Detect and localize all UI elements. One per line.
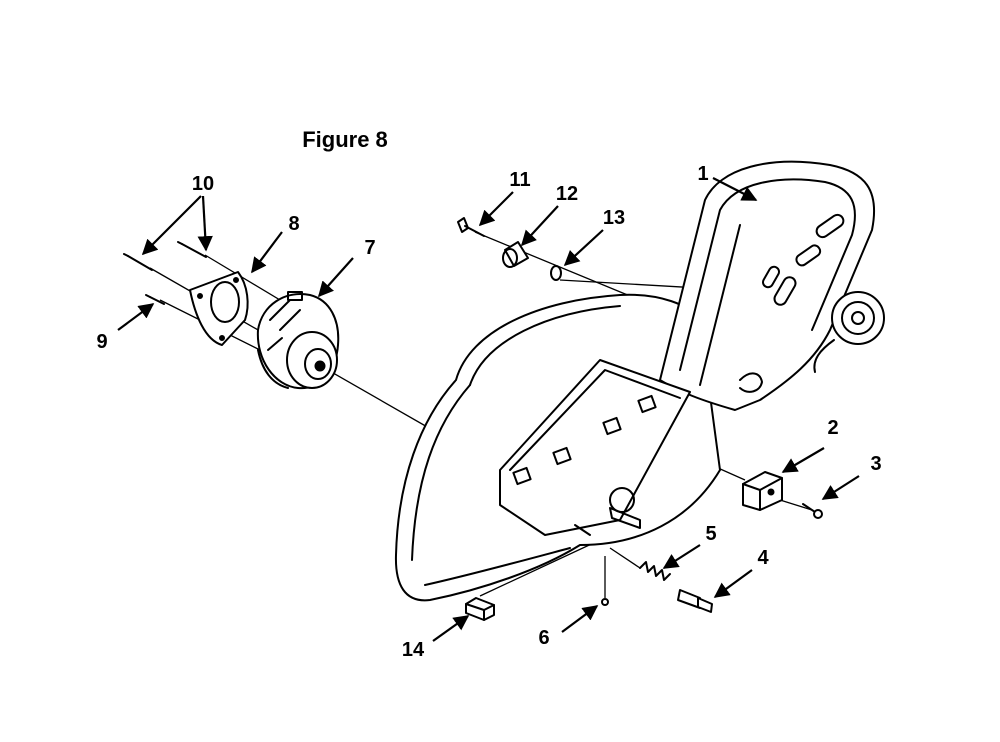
callout-1: 1 — [697, 163, 708, 185]
callout-5: 5 — [705, 523, 716, 545]
callout-2: 2 — [827, 417, 838, 439]
block-part-2 — [742, 471, 783, 511]
washer-part-13 — [550, 265, 562, 281]
callout-12: 12 — [556, 183, 578, 205]
blade-guard-part-1 — [394, 160, 885, 602]
ball-part-6 — [601, 598, 609, 606]
callout-11: 11 — [509, 169, 530, 191]
small-screw-part-3 — [802, 503, 823, 519]
callout-6: 6 — [538, 627, 549, 649]
figure-title: Figure 8 — [302, 127, 388, 152]
callout-7: 7 — [364, 237, 375, 259]
callout-3: 3 — [870, 453, 881, 475]
callout-13: 13 — [603, 207, 625, 229]
spacer-part-12 — [502, 241, 529, 268]
long-screws-part-10 — [123, 241, 207, 271]
callout-4: 4 — [757, 547, 769, 569]
bolt-part-11 — [457, 217, 485, 237]
key-part-14 — [465, 597, 495, 621]
leader-arrows — [117, 177, 860, 642]
callout-9: 9 — [96, 331, 107, 353]
gasket-plate-part-8 — [189, 271, 249, 346]
callout-10: 10 — [192, 173, 214, 195]
short-screw-part-9 — [145, 294, 165, 305]
callout-8: 8 — [288, 213, 299, 235]
spring-part-5 — [639, 561, 671, 581]
gear-housing-part-7 — [256, 291, 340, 390]
callout-labels: 1 2 3 4 5 6 7 8 9 10 11 12 13 14 — [96, 163, 881, 661]
callout-14: 14 — [402, 639, 425, 661]
pin-part-4 — [677, 589, 713, 613]
